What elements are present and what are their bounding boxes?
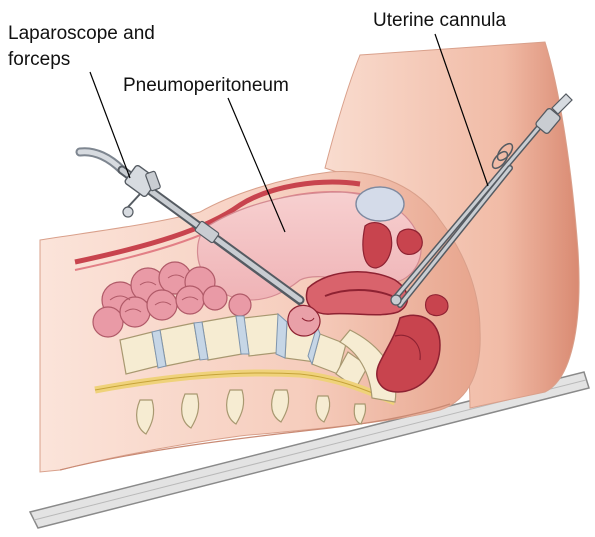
label-laparoscope-line2: forceps — [8, 48, 70, 71]
label-laparoscope-line1: Laparoscope and — [8, 22, 155, 45]
perineal-tissue — [426, 295, 449, 316]
label-uterine-cannula: Uterine cannula — [373, 9, 506, 32]
ovary-tube — [288, 305, 320, 336]
uterus — [307, 272, 408, 315]
label-pneumoperitoneum: Pneumoperitoneum — [123, 74, 289, 97]
bladder — [356, 187, 404, 221]
vaginal-wall — [397, 229, 422, 254]
